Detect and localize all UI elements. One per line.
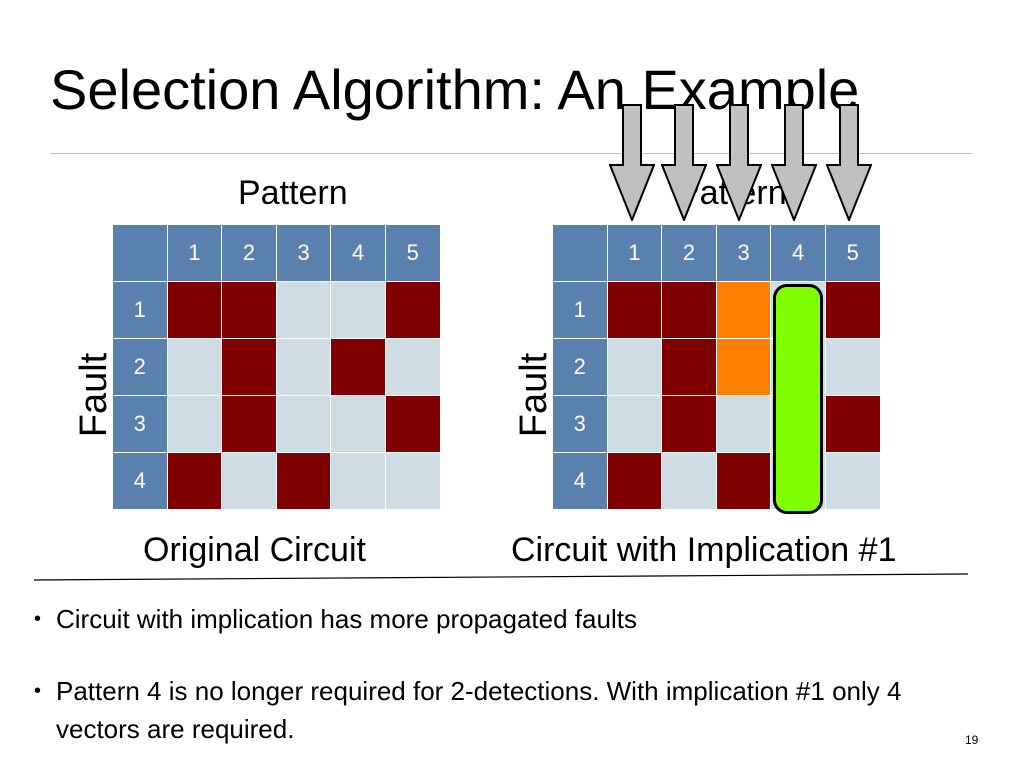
fault-row-header: 4: [552, 452, 608, 510]
matrix-cell-detected: [715, 452, 772, 510]
matrix-cell-undetected: [330, 452, 386, 510]
matrix-cell-detected: [221, 281, 277, 339]
matrix-cell-detected: [606, 281, 663, 339]
matrix-cell-implied: [715, 281, 772, 339]
pattern-column-header: 5: [384, 224, 441, 282]
down-arrow-icon: [826, 104, 872, 221]
pattern-column-header: 2: [661, 224, 717, 282]
bullet-item: • Pattern 4 is no longer required for 2-d…: [34, 672, 934, 748]
matrix-cell-undetected: [166, 395, 223, 453]
matrix-cell-undetected: [715, 395, 772, 453]
left-caption: Original Circuit: [143, 531, 366, 569]
title-divider: [50, 153, 972, 154]
matrix-cell-detected: [661, 395, 717, 453]
matrix-cell-detected: [166, 452, 223, 510]
matrix-corner-cell: [112, 224, 168, 282]
pattern-column-header: 4: [770, 224, 826, 282]
bullet-list: • Circuit with implication has more propa…: [34, 600, 934, 748]
fault-row-header: 4: [112, 452, 168, 510]
matrix-cell-undetected: [661, 452, 717, 510]
fault-row-header: 1: [552, 281, 608, 339]
matrix-cell-detected: [661, 281, 717, 339]
left-fault-label: Fault: [73, 352, 116, 438]
matrix-cell-undetected: [606, 338, 663, 396]
bullet-item: • Circuit with implication has more propa…: [34, 600, 934, 638]
down-arrow-icon: [661, 104, 707, 221]
left-pattern-label: Pattern: [238, 174, 348, 212]
bullet-dot-icon: •: [34, 608, 42, 630]
fault-row-header: 3: [112, 395, 168, 453]
down-arrow-icon: [609, 104, 655, 221]
down-arrow-icon: [716, 104, 762, 221]
matrix-cell-undetected: [221, 452, 277, 510]
matrix-cell-detected: [661, 338, 717, 396]
pattern-column-header: 4: [330, 224, 386, 282]
matrix-cell-undetected: [606, 395, 663, 453]
down-arrow-icon: [771, 104, 817, 221]
bullet-text: Circuit with implication has more propag…: [56, 604, 637, 634]
right-fault-label: Fault: [513, 352, 556, 438]
matrix-cell-undetected: [824, 338, 881, 396]
fault-row-header: 1: [112, 281, 168, 339]
bullet-text: Pattern 4 is no longer required for 2-de…: [56, 676, 902, 744]
matrix-cell-undetected: [824, 452, 881, 510]
matrix-cell-undetected: [330, 281, 386, 339]
matrix-cell-undetected: [275, 338, 332, 396]
removed-pattern-highlight: [773, 284, 823, 514]
bullet-dot-icon: •: [34, 680, 42, 702]
pattern-column-header: 3: [275, 224, 332, 282]
right-caption: Circuit with Implication #1: [511, 531, 897, 569]
pattern-column-header: 3: [715, 224, 772, 282]
matrix-cell-detected: [824, 395, 881, 453]
fault-row-header: 3: [552, 395, 608, 453]
matrix-cell-undetected: [384, 452, 441, 510]
matrix-cell-undetected: [275, 395, 332, 453]
right-fault-pattern-matrix: 1 2 3 4 5 1 2 3 4: [552, 224, 881, 510]
matrix-cell-undetected: [384, 338, 441, 396]
matrix-cell-detected: [166, 281, 223, 339]
matrix-cell-detected: [330, 338, 386, 396]
matrix-cell-detected: [606, 452, 663, 510]
matrix-cell-implied: [715, 338, 772, 396]
matrix-cell-detected: [275, 452, 332, 510]
pattern-column-header: 1: [606, 224, 663, 282]
left-fault-pattern-matrix: 1 2 3 4 5 1 2 3 4: [112, 224, 441, 510]
fault-row-header: 2: [552, 338, 608, 396]
matrix-cell-undetected: [275, 281, 332, 339]
fault-row-header: 2: [112, 338, 168, 396]
matrix-corner-cell: [552, 224, 608, 282]
pattern-column-header: 5: [824, 224, 881, 282]
matrix-cell-detected: [221, 338, 277, 396]
matrix-cell-detected: [221, 395, 277, 453]
pattern-column-header: 1: [166, 224, 223, 282]
matrix-cell-detected: [384, 395, 441, 453]
pattern-column-header: 2: [221, 224, 277, 282]
matrix-cell-detected: [824, 281, 881, 339]
matrix-cell-detected: [384, 281, 441, 339]
matrix-cell-undetected: [330, 395, 386, 453]
page-number: 19: [965, 733, 979, 747]
slide-title: Selection Algorithm: An Example: [50, 58, 860, 121]
matrix-cell-undetected: [166, 338, 223, 396]
